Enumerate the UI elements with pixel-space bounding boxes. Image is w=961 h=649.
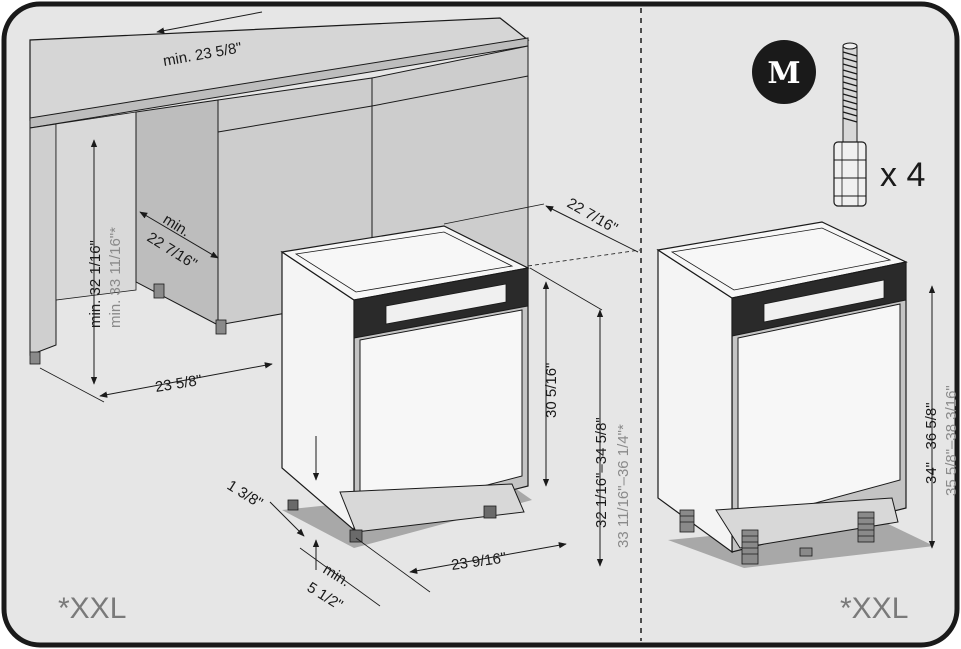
left-panel: min. 23 5/8" min. 22 7/16" min. 32 1/16"… <box>29 11 641 625</box>
dishwasher-foot <box>349 529 363 543</box>
label-niche-height: min. 32 1/16" <box>87 240 104 328</box>
dishwasher-right-door <box>737 303 901 525</box>
door-handle-right <box>763 279 885 323</box>
left-cabinet <box>29 123 57 356</box>
label-niche-height-xxl: min. 33 11/16"* <box>107 227 124 328</box>
plinth <box>339 483 525 533</box>
dim-line-niche-depth <box>139 211 219 259</box>
right-panel: M x 4 <box>656 40 960 625</box>
countertop <box>29 17 530 121</box>
label-body-height: 30 5/16" <box>543 363 560 418</box>
xxl-label-left: *XXL <box>58 592 126 625</box>
m-badge <box>752 40 816 104</box>
door-handle <box>385 283 507 325</box>
dishwasher-foot <box>483 505 497 519</box>
cabinet-foot <box>153 283 165 299</box>
extended-feet <box>679 509 875 565</box>
quantity-label: x 4 <box>880 156 925 194</box>
cabinet-foot <box>29 351 41 365</box>
cabinet-foot <box>215 319 227 335</box>
label-total-height-xxl: 33 11/16"–36 1/4"* <box>615 424 632 548</box>
dishwasher-door <box>359 309 523 519</box>
plinth-right <box>715 497 899 549</box>
xxl-label-right: *XXL <box>840 592 908 625</box>
label-total-height: 32 1/16"–34 5/8" <box>593 417 610 528</box>
dishwasher-foot <box>287 499 299 511</box>
dim-line-appliance-width <box>409 542 567 574</box>
dim-line-counter-width <box>156 11 263 34</box>
label-height-range: 34" –36 5/8" <box>923 402 940 484</box>
dishwasher-right-side <box>657 248 733 554</box>
adjustable-foot-icon <box>833 42 867 207</box>
dim-line-appliance-depth <box>545 205 639 253</box>
label-height-range-xxl: 35 5/8"–38 3/16" <box>943 385 960 496</box>
dim-line-niche-width <box>99 362 273 398</box>
m-badge-letter: M <box>767 56 800 91</box>
dim-line-plinth-offset <box>269 501 305 537</box>
